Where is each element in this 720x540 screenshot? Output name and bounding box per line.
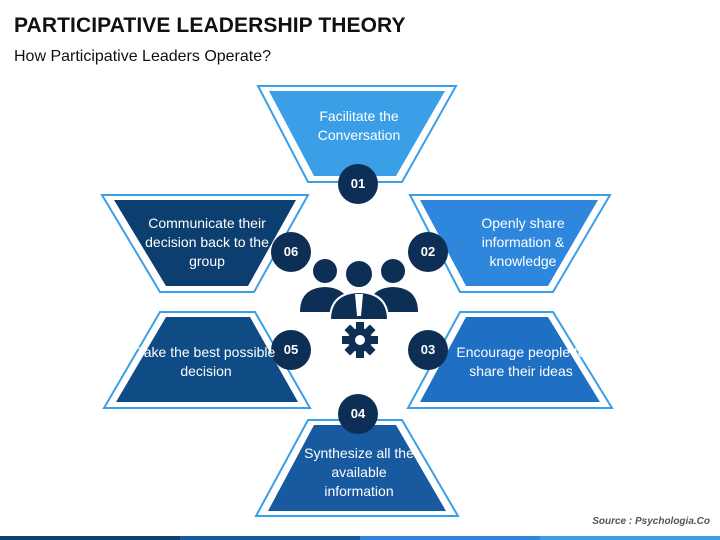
step-02-text: Openly share information & knowledge <box>481 214 565 269</box>
step-05-text: Take the best possible decision <box>136 344 276 379</box>
step-01-number: 01 <box>350 176 366 191</box>
step-01-fill <box>269 91 445 176</box>
source-credit: Source : Psychologia.Co <box>592 516 710 527</box>
step-03-fill <box>420 317 600 402</box>
step-04-number: 04 <box>350 406 366 421</box>
step-03-text: Encourage people to share their ideas <box>456 344 586 379</box>
page-title: PARTICIPATIVE LEADERSHIP THEORY <box>14 14 406 37</box>
step-02-fill <box>420 200 598 286</box>
step-01-shape <box>256 85 458 204</box>
step-06-fill <box>114 200 296 286</box>
step-01-badge <box>338 164 378 204</box>
step-04-shape <box>254 394 460 517</box>
step-02-badge <box>408 232 448 272</box>
step-05-number: 05 <box>283 342 299 357</box>
step-03-badge <box>408 330 448 370</box>
step-04-text: Synthesize all the available information <box>304 444 414 499</box>
step-06-text: Communicate their decision back to the g… <box>145 214 269 269</box>
step-04-badge <box>338 394 378 434</box>
step-05-badge <box>271 330 311 370</box>
step-06-shape <box>100 194 311 293</box>
step-04-fill <box>268 425 446 511</box>
step-02-shape <box>408 194 612 293</box>
step-03-shape <box>406 311 614 409</box>
step-03-number: 03 <box>420 342 436 357</box>
step-05-fill <box>116 317 298 402</box>
step-02-number: 02 <box>420 244 436 259</box>
step-05-shape <box>102 311 312 409</box>
step-01-text: Facilitate the Conversation <box>317 108 401 143</box>
page-subtitle: How Participative Leaders Operate? <box>14 48 272 65</box>
step-06-badge <box>271 232 311 272</box>
bottom-accent-bar <box>0 536 720 540</box>
team-leaders-gear-icon <box>300 259 418 358</box>
step-06-number: 06 <box>283 244 299 259</box>
